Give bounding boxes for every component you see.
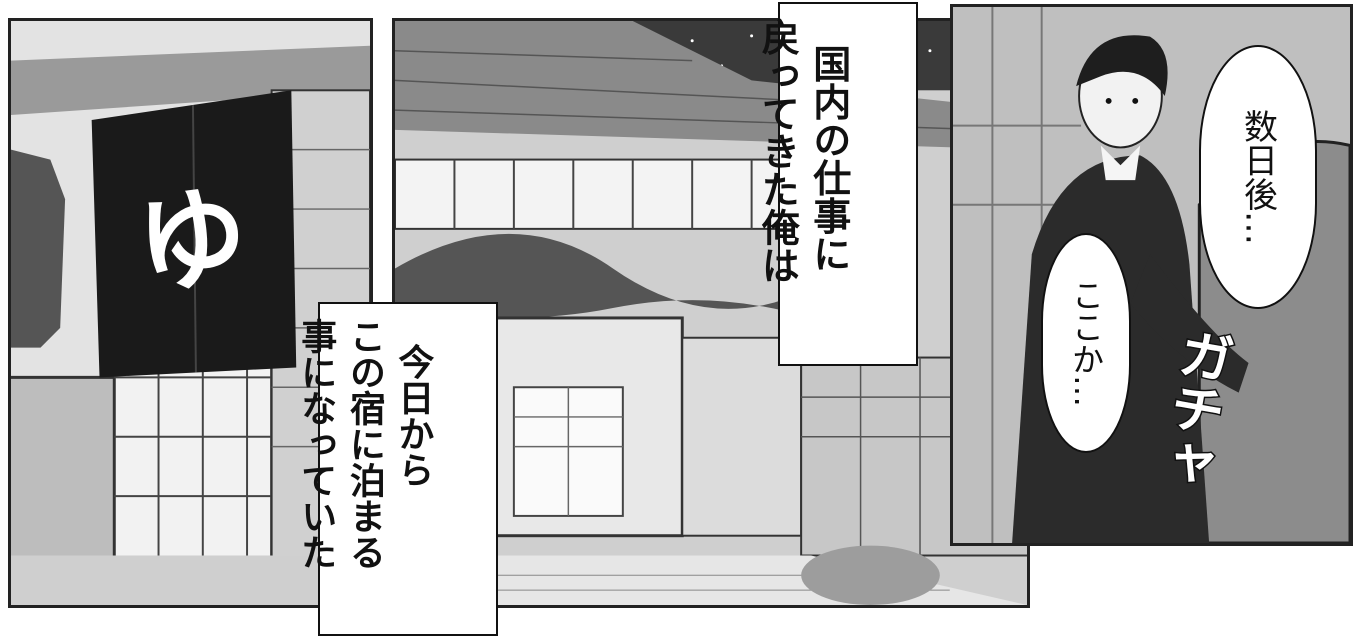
- bubble-here: ここか…: [1041, 233, 1131, 453]
- panel-protagonist-door: 数日後… ここか… ガチャ: [950, 4, 1353, 546]
- caption-staying: 今日から この宿に泊まる 事になっていた: [295, 302, 498, 636]
- caption-return-home-text: 国内の仕事に 戻ってきた俺は: [755, 18, 852, 284]
- caption-staying-text: 今日から この宿に泊まる 事になっていた: [295, 318, 435, 570]
- bubble-here-text: ここか…: [1067, 279, 1105, 407]
- caption-return-home: 国内の仕事に 戻ってきた俺は: [755, 2, 918, 366]
- panel-entrance-noren: ゆ: [8, 18, 373, 608]
- noren-yu-glyph: ゆ: [130, 171, 254, 311]
- bubble-days-later: 数日後…: [1199, 45, 1317, 309]
- entrance-illustration: [11, 21, 370, 605]
- bubble-days-later-text: 数日後…: [1237, 109, 1278, 245]
